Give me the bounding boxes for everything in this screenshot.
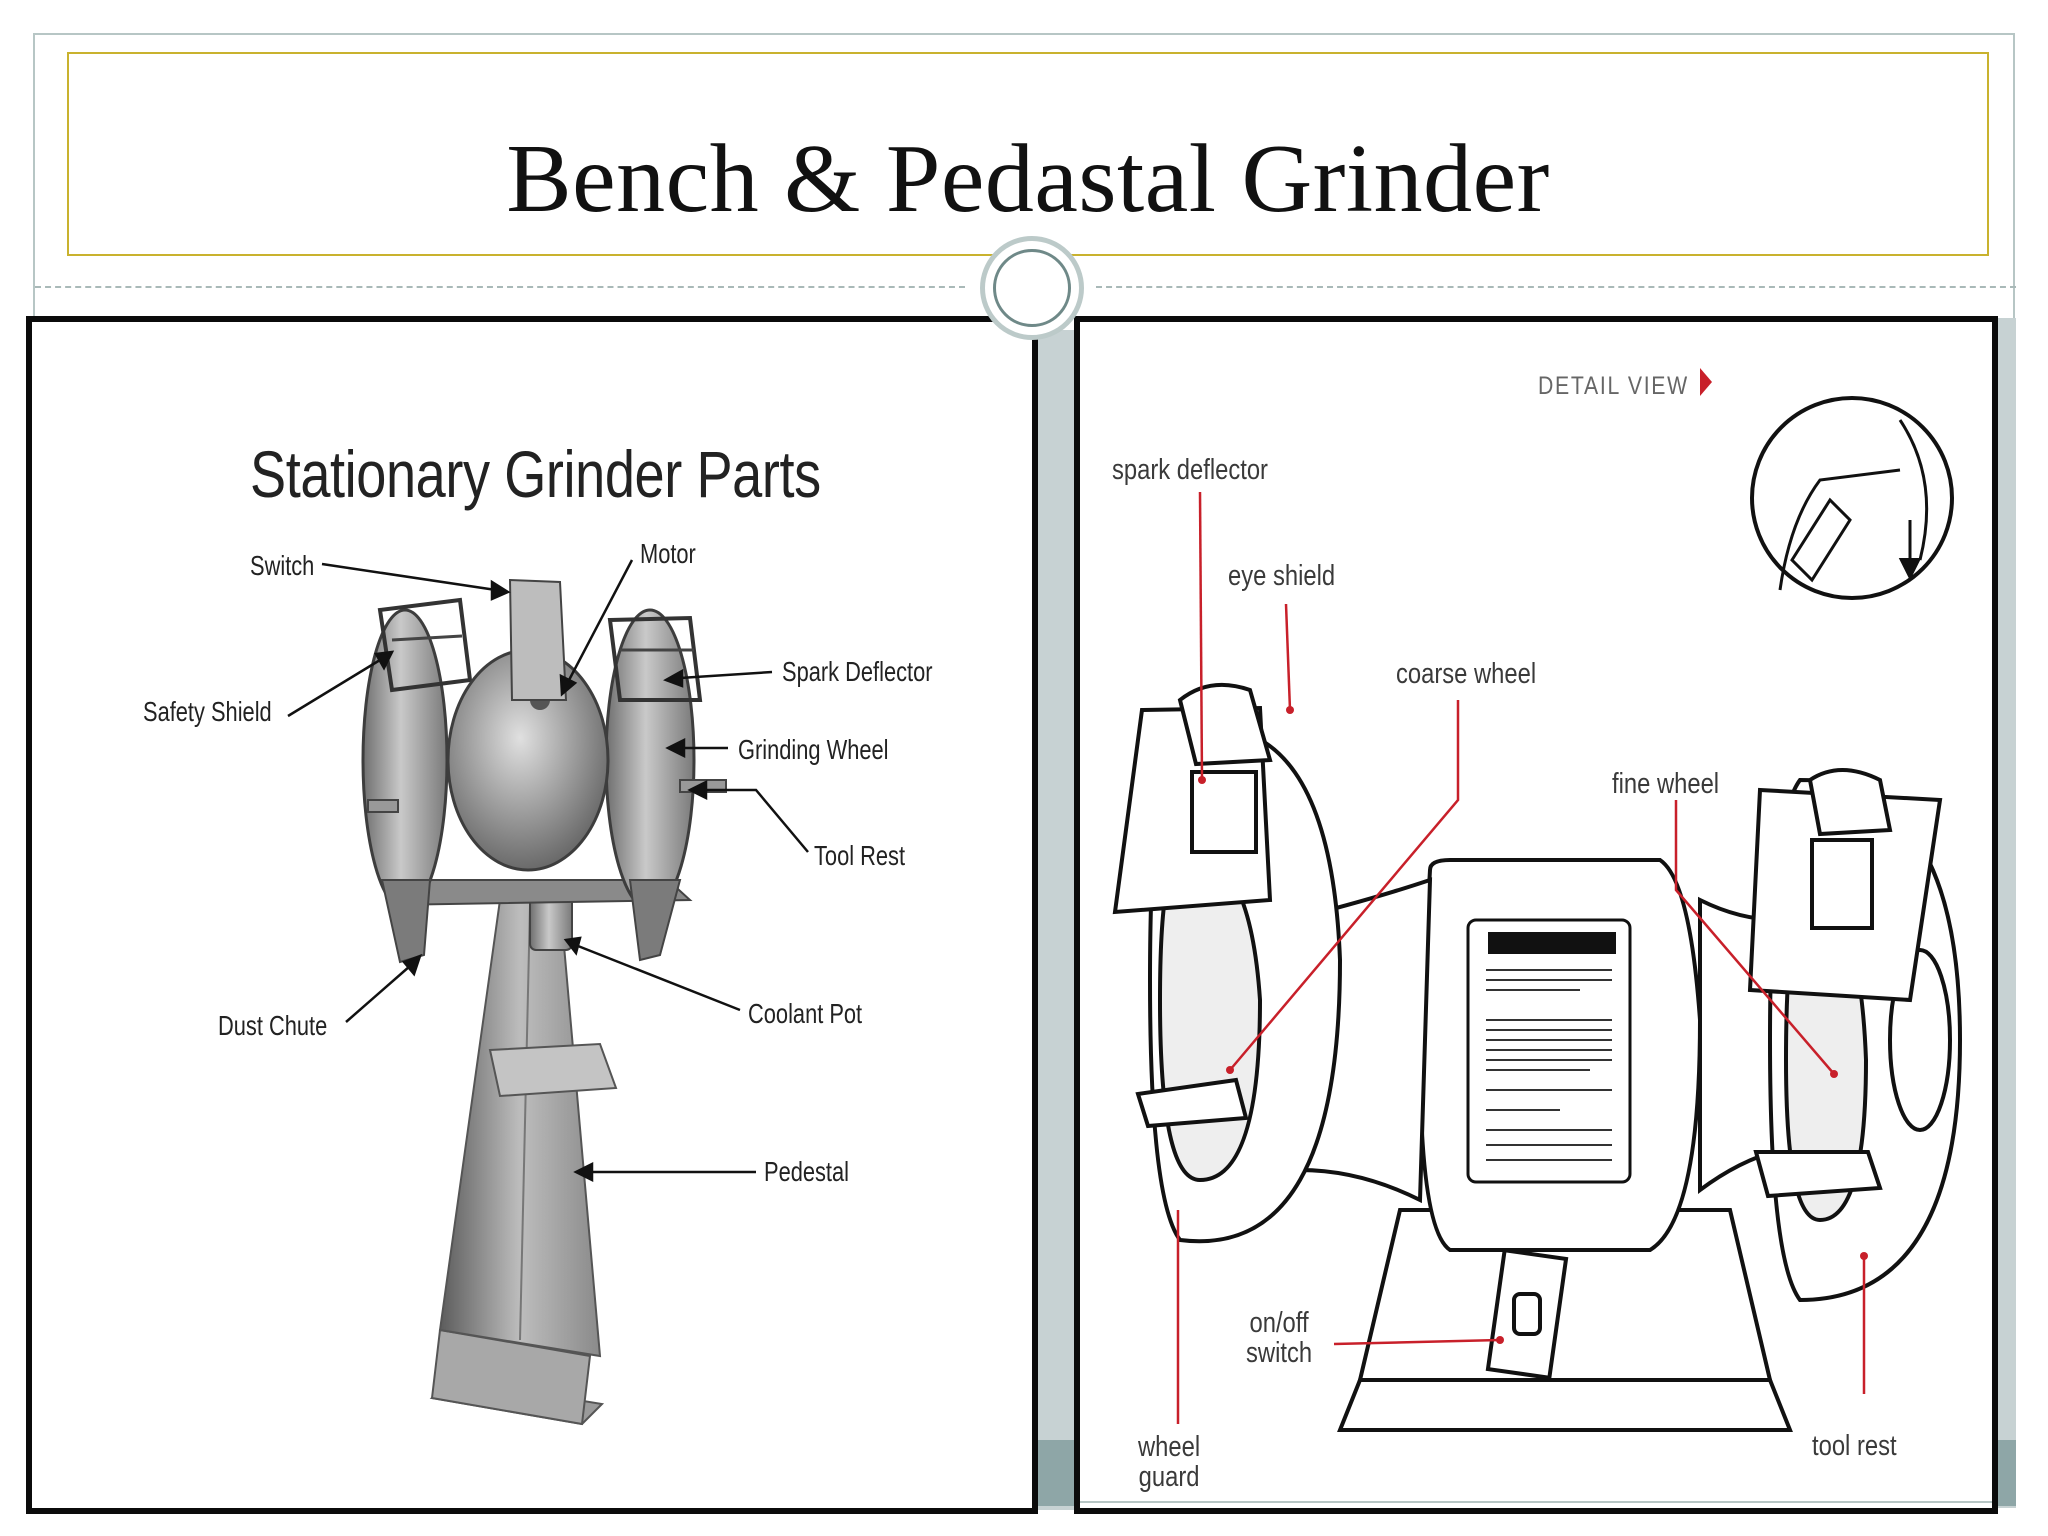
pedestal-tray	[488, 1042, 618, 1098]
right-safety-shield	[607, 615, 703, 702]
pedestal-column	[438, 899, 602, 1358]
side-band-right	[1998, 318, 2016, 1508]
label-spark-deflector-right: spark deflector	[1112, 454, 1268, 486]
label-coolant-pot: Coolant Pot	[748, 998, 863, 1029]
label-eye-shield: eye shield	[1228, 560, 1336, 592]
label-on-off-switch: on/off switch	[1246, 1308, 1312, 1369]
label-spark-deflector: Spark Deflector	[782, 656, 933, 687]
label-pedestal: Pedestal	[764, 1156, 849, 1187]
detail-view-arrow	[1700, 368, 1712, 396]
label-wheel-guard-line1: wheel	[1138, 1431, 1201, 1463]
label-wheel-guard: wheel guard	[1138, 1432, 1200, 1493]
label-dust-chute: Dust Chute	[218, 1010, 328, 1041]
label-tool-rest-right: tool rest	[1812, 1430, 1897, 1462]
side-band-left	[1038, 330, 1076, 1510]
slide-title: Bench & Pedastal Grinder	[506, 125, 1550, 233]
label-coarse-wheel: coarse wheel	[1396, 658, 1537, 690]
left-safety-shield	[377, 597, 473, 693]
title-divider-right	[1096, 286, 2016, 288]
switch-box	[508, 578, 568, 701]
label-wheel-guard-line2: guard	[1138, 1461, 1200, 1494]
label-safety-shield: Safety Shield	[143, 696, 272, 727]
label-on-off-line2: switch	[1246, 1337, 1313, 1370]
bottom-band-right	[1998, 1440, 2016, 1506]
right-image-panel	[1074, 316, 1998, 1514]
label-tool-rest: Tool Rest	[814, 840, 906, 871]
label-on-off-line1: on/off	[1249, 1307, 1309, 1339]
label-switch: Switch	[250, 550, 315, 581]
label-grinding-wheel: Grinding Wheel	[738, 734, 889, 765]
right-wheel-guard	[604, 608, 696, 912]
right-grinder-illustration	[1112, 396, 1963, 1432]
title-ornament-inner	[993, 249, 1071, 327]
bottom-band-left	[1038, 1440, 1076, 1506]
left-panel-heading: Stationary Grinder Parts	[250, 437, 821, 511]
detail-view-label: DETAIL VIEW	[1538, 372, 1689, 400]
title-divider-left	[35, 286, 965, 288]
label-fine-wheel: fine wheel	[1612, 768, 1720, 800]
label-motor: Motor	[640, 538, 696, 569]
